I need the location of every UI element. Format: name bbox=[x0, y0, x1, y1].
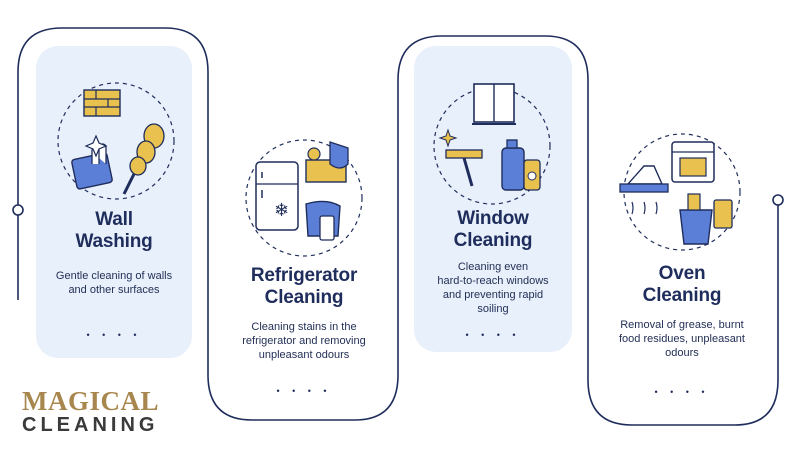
window-icon bbox=[472, 83, 516, 125]
pagination-dots: • • • • bbox=[465, 330, 521, 340]
pagination-dots: • • • • bbox=[276, 386, 332, 396]
refrigerator-illustration: ❄ bbox=[245, 139, 363, 257]
card-title: Window Cleaning bbox=[453, 208, 533, 251]
refrigerator-icon: ❄ bbox=[255, 161, 299, 231]
detergent-bottles-icon bbox=[501, 139, 541, 191]
pagination-dots: • • • • bbox=[654, 387, 710, 397]
card-description: Cleaning stains in the refrigerator and … bbox=[242, 321, 366, 361]
pagination-dots: • • • • bbox=[86, 330, 142, 340]
card-description: Removal of grease, burnt food residues, … bbox=[619, 319, 745, 359]
svg-text:❄: ❄ bbox=[274, 200, 289, 221]
squeegee-icon bbox=[445, 149, 483, 187]
cleaning-bucket-icon bbox=[679, 193, 733, 245]
range-hood-icon bbox=[619, 165, 669, 215]
card-wall-washing: Wall Washing Gentle cleaning of walls an… bbox=[36, 46, 192, 358]
grocery-crate-icon bbox=[305, 141, 349, 183]
sponge-glove-icon bbox=[71, 143, 113, 190]
card-title: Oven Cleaning bbox=[642, 263, 722, 306]
card-description: Gentle cleaning of walls and other surfa… bbox=[55, 270, 173, 296]
oven-icon bbox=[671, 141, 715, 183]
oven-illustration bbox=[619, 133, 741, 251]
card-refrigerator-cleaning: ❄ Refrigerator Cleaning Cleaning stains … bbox=[222, 120, 386, 410]
card-oven-cleaning: Oven Cleaning Removal of grease, burnt f… bbox=[600, 120, 764, 414]
card-description: Cleaning even hard-to-reach windows and … bbox=[437, 261, 549, 315]
magical-cleaning-logo: MAGICAL CLEANING bbox=[22, 386, 192, 437]
duster-icon bbox=[122, 123, 165, 195]
logo-line-2: CLEANING bbox=[22, 414, 159, 436]
card-window-cleaning: Window Cleaning Cleaning even hard-to-re… bbox=[414, 46, 572, 352]
wall-washing-illustration bbox=[57, 82, 175, 200]
card-title: Refrigerator Cleaning bbox=[250, 265, 358, 308]
logo-line-1: MAGICAL bbox=[22, 386, 159, 416]
spray-bottle-icon bbox=[305, 200, 341, 241]
card-title: Wall Washing bbox=[75, 209, 153, 252]
brick-wall-icon bbox=[83, 89, 121, 117]
window-illustration bbox=[433, 83, 551, 205]
